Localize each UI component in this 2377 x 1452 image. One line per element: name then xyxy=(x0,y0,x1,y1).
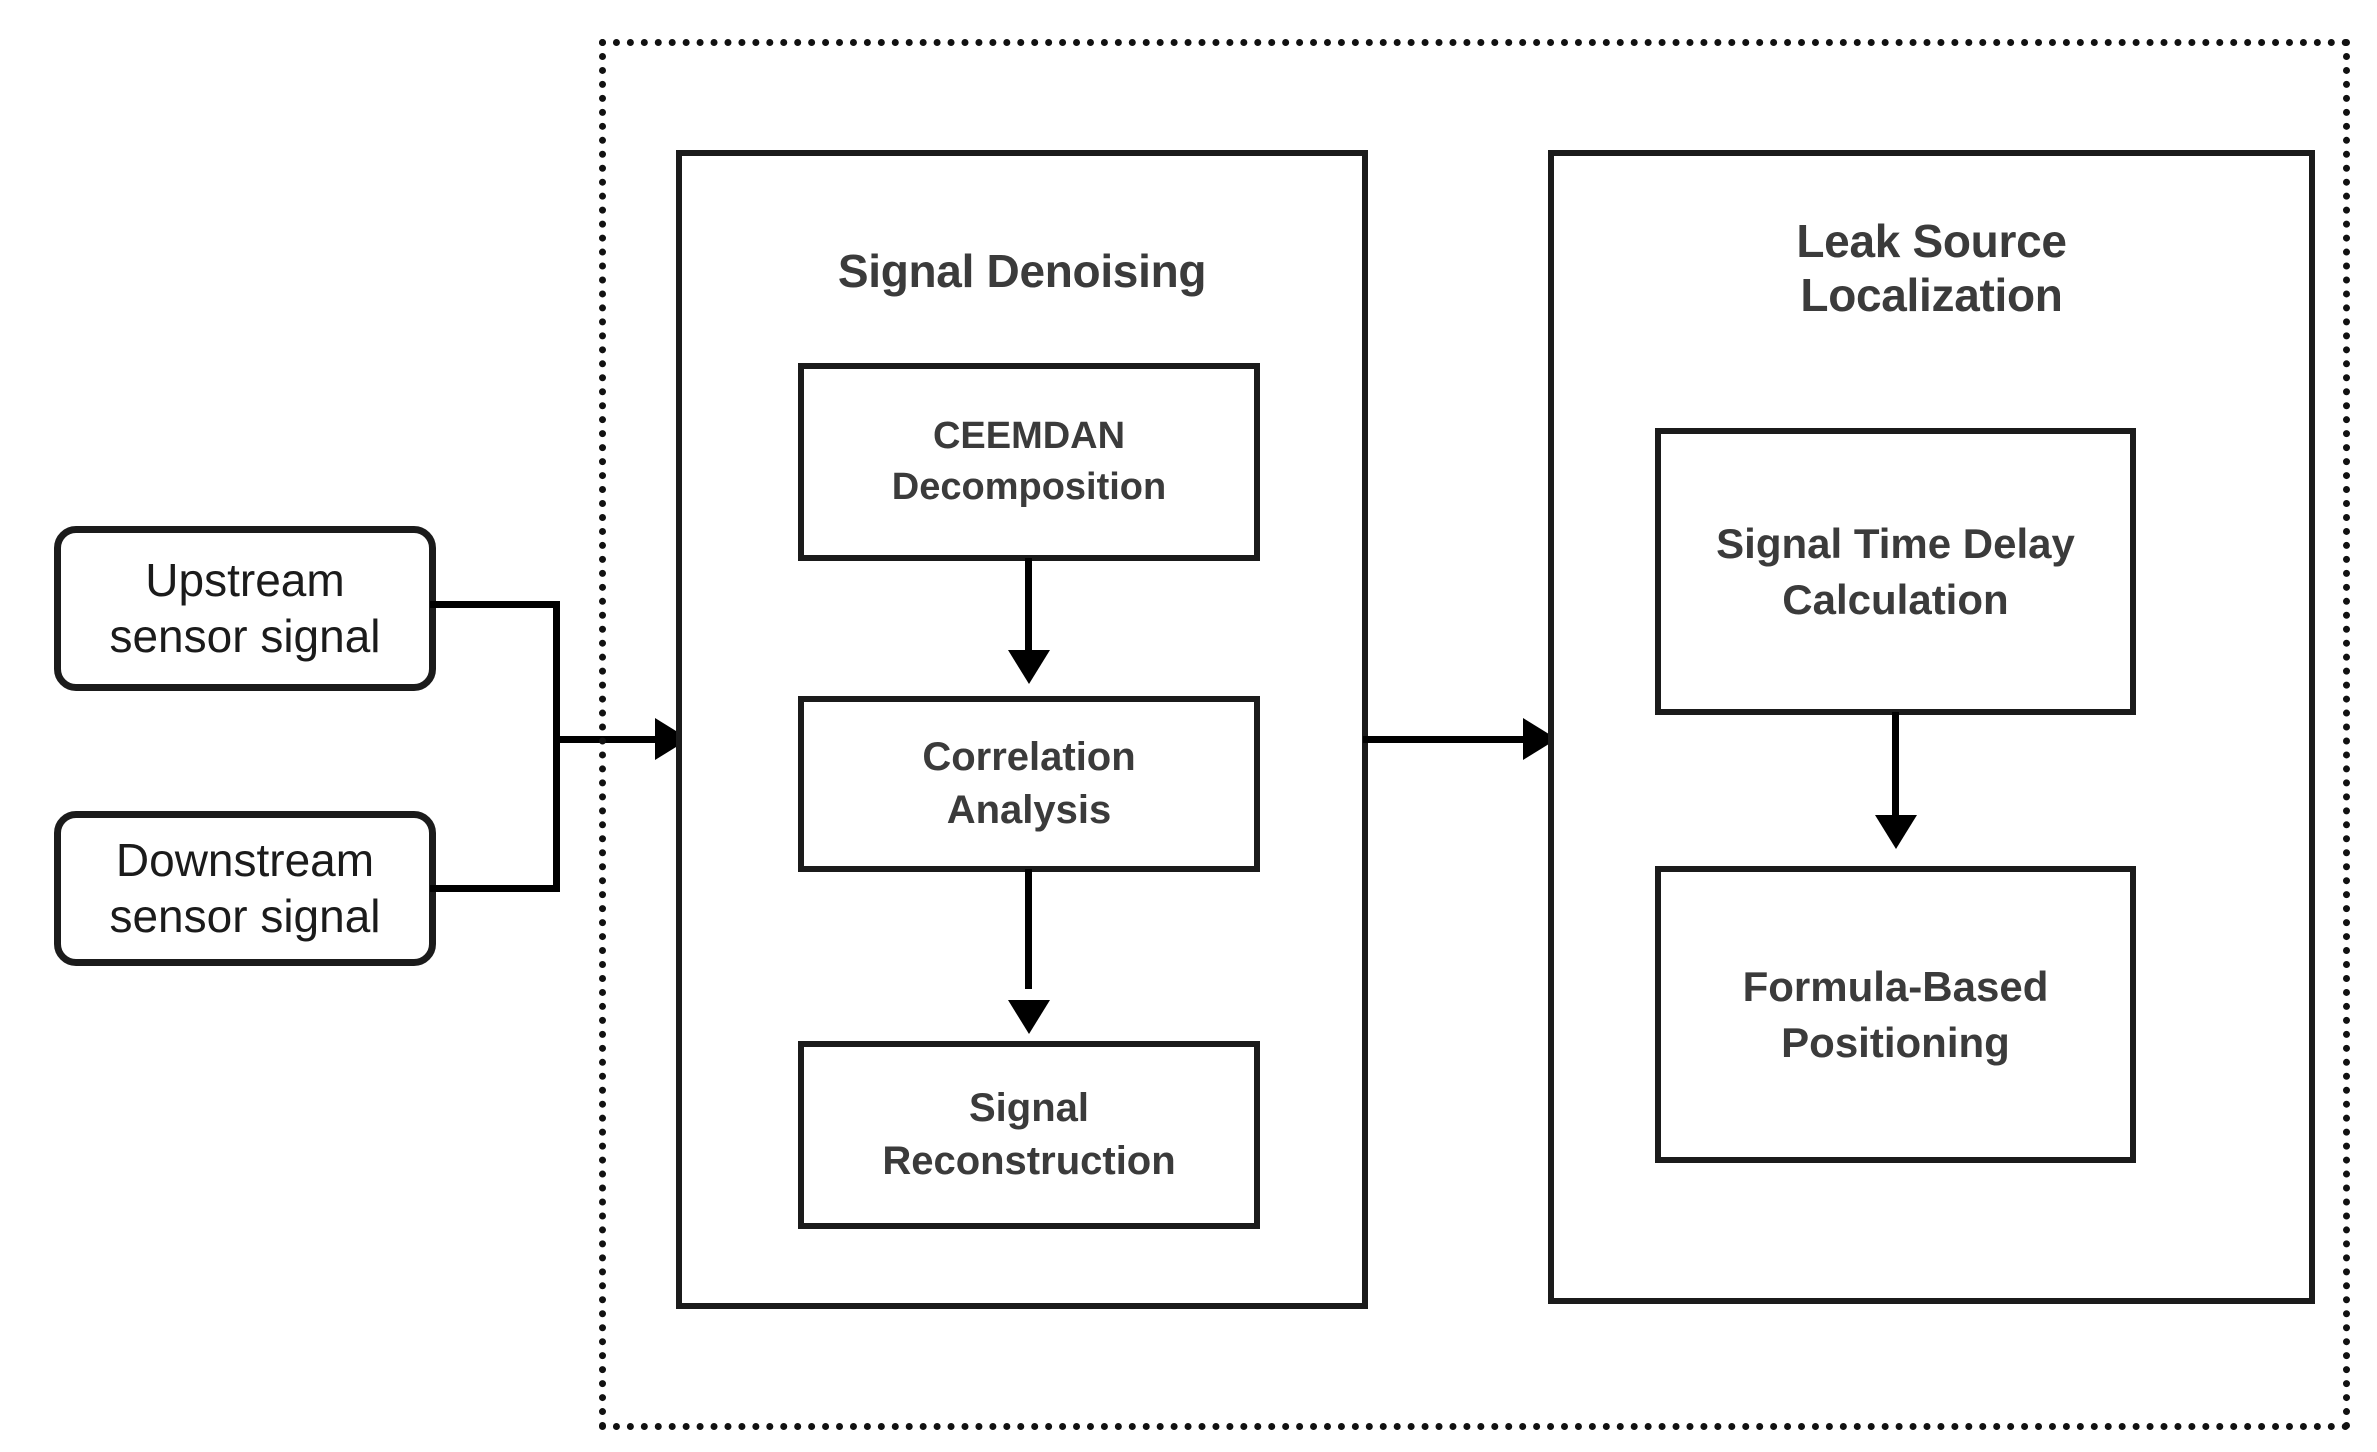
arrowhead-delay-to-positioning xyxy=(1875,815,1917,849)
connector-ceemdan-to-correlation xyxy=(1025,558,1032,658)
connector-downstream-horizontal xyxy=(430,885,560,892)
connector-correlation-to-reconstruction xyxy=(1025,869,1032,989)
processing-pipeline-region xyxy=(599,39,2350,1430)
arrowhead-ceemdan-to-correlation xyxy=(1008,650,1050,684)
connector-denoising-to-localization xyxy=(1363,736,1563,743)
connector-upstream-horizontal xyxy=(430,601,560,608)
arrowhead-correlation-to-reconstruction xyxy=(1008,1000,1050,1034)
connector-sensor-merge-vertical xyxy=(553,601,560,892)
connector-delay-to-positioning xyxy=(1892,712,1899,822)
connector-sensors-to-denoising xyxy=(553,736,708,743)
signal-denoising-title: Signal Denoising xyxy=(837,245,1207,297)
